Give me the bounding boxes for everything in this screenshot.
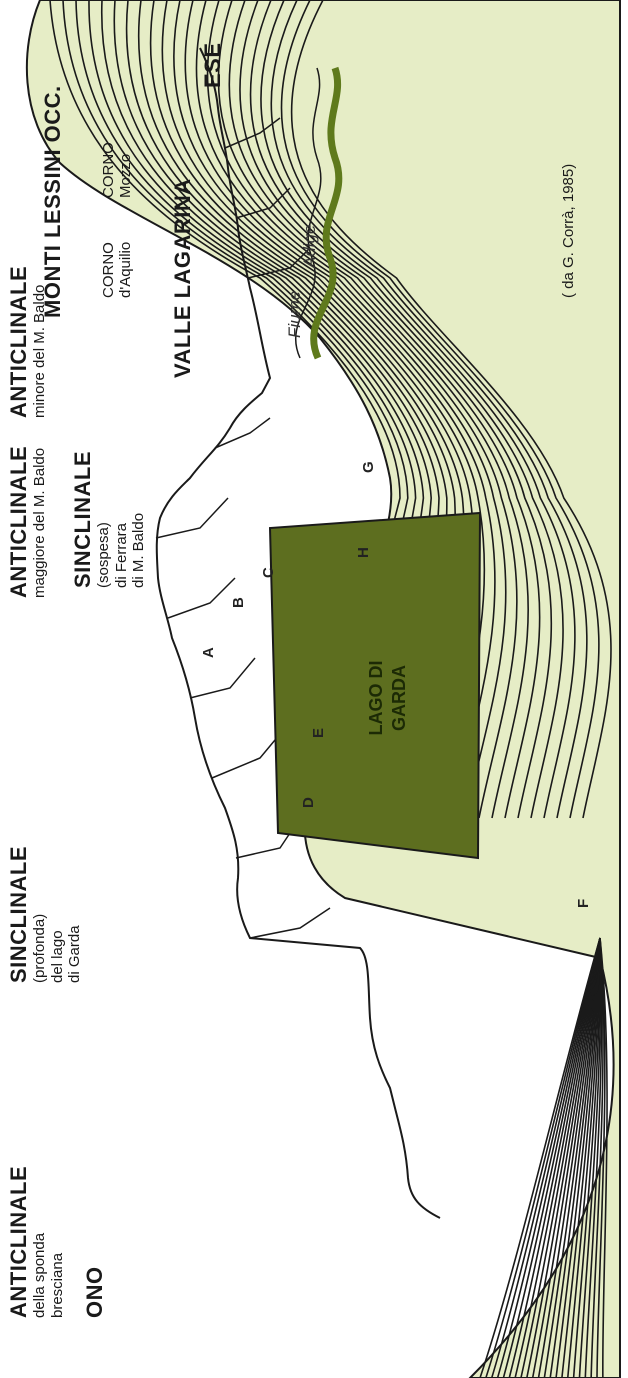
label-title: ANTICLINALE bbox=[6, 1166, 31, 1318]
label-line: CORNO bbox=[100, 142, 117, 198]
unit-letter-e: E bbox=[310, 728, 327, 738]
unit-letter-g: G bbox=[360, 461, 377, 473]
label-monti-lessini: MONTI LESSINI OCC. bbox=[40, 85, 65, 318]
label-corno-mozzo: CORNO Mozzo bbox=[100, 142, 135, 198]
lake-line: GARDA bbox=[388, 638, 411, 758]
lake-line: LAGO DI bbox=[365, 638, 388, 758]
label-line: Mozzo bbox=[117, 142, 134, 198]
label-title: SINCLINALE bbox=[70, 451, 95, 588]
label-sub: bresciana bbox=[49, 1166, 66, 1318]
label-sub: di Ferrara bbox=[113, 451, 130, 588]
unit-letter-d: D bbox=[300, 797, 317, 808]
label-title: ANTICLINALE bbox=[6, 446, 31, 598]
label-anticlinale-maggiore: ANTICLINALE maggiore del M. Baldo bbox=[6, 446, 49, 598]
label-sub: di Garda bbox=[66, 846, 83, 983]
unit-letter-f: F bbox=[575, 899, 592, 908]
label-sub: della sponda bbox=[31, 1166, 48, 1318]
label-line: CORNO bbox=[100, 242, 117, 298]
label-river-adige: Adige bbox=[300, 225, 320, 268]
label-sub: di M. Baldo bbox=[130, 451, 147, 588]
label-ono: ONO bbox=[82, 1266, 107, 1318]
label-valle-lagarina: VALLE LAGARINA bbox=[170, 178, 195, 378]
label-anticlinale-sponda: ANTICLINALE della sponda bresciana bbox=[6, 1166, 66, 1318]
label-lake: LAGO DI GARDA bbox=[365, 638, 410, 758]
label-line: d'Aquilio bbox=[117, 242, 134, 298]
unit-letter-c: C bbox=[260, 567, 277, 578]
label-river-fiume: Fiume bbox=[285, 291, 305, 338]
label-title: SINCLINALE bbox=[6, 846, 31, 983]
label-sub: maggiore del M. Baldo bbox=[31, 446, 48, 598]
label-sinclinale-ferrara: SINCLINALE (sospesa) di Ferrara di M. Ba… bbox=[70, 451, 147, 588]
label-sub: (profonda) bbox=[31, 846, 48, 983]
label-title: ANTICLINALE bbox=[6, 266, 31, 418]
label-sinclinale-garda: SINCLINALE (profonda) del lago di Garda bbox=[6, 846, 83, 983]
label-credit: ( da G. Corrà, 1985) bbox=[560, 164, 577, 298]
unit-letter-b: B bbox=[230, 597, 247, 608]
label-sub: (sospesa) bbox=[95, 451, 112, 588]
unit-letter-a: A bbox=[200, 647, 217, 658]
label-corno-aquilio: CORNO d'Aquilio bbox=[100, 242, 135, 298]
label-ese: ESE bbox=[200, 42, 225, 88]
unit-letter-h: H bbox=[355, 547, 372, 558]
label-sub: del lago bbox=[49, 846, 66, 983]
